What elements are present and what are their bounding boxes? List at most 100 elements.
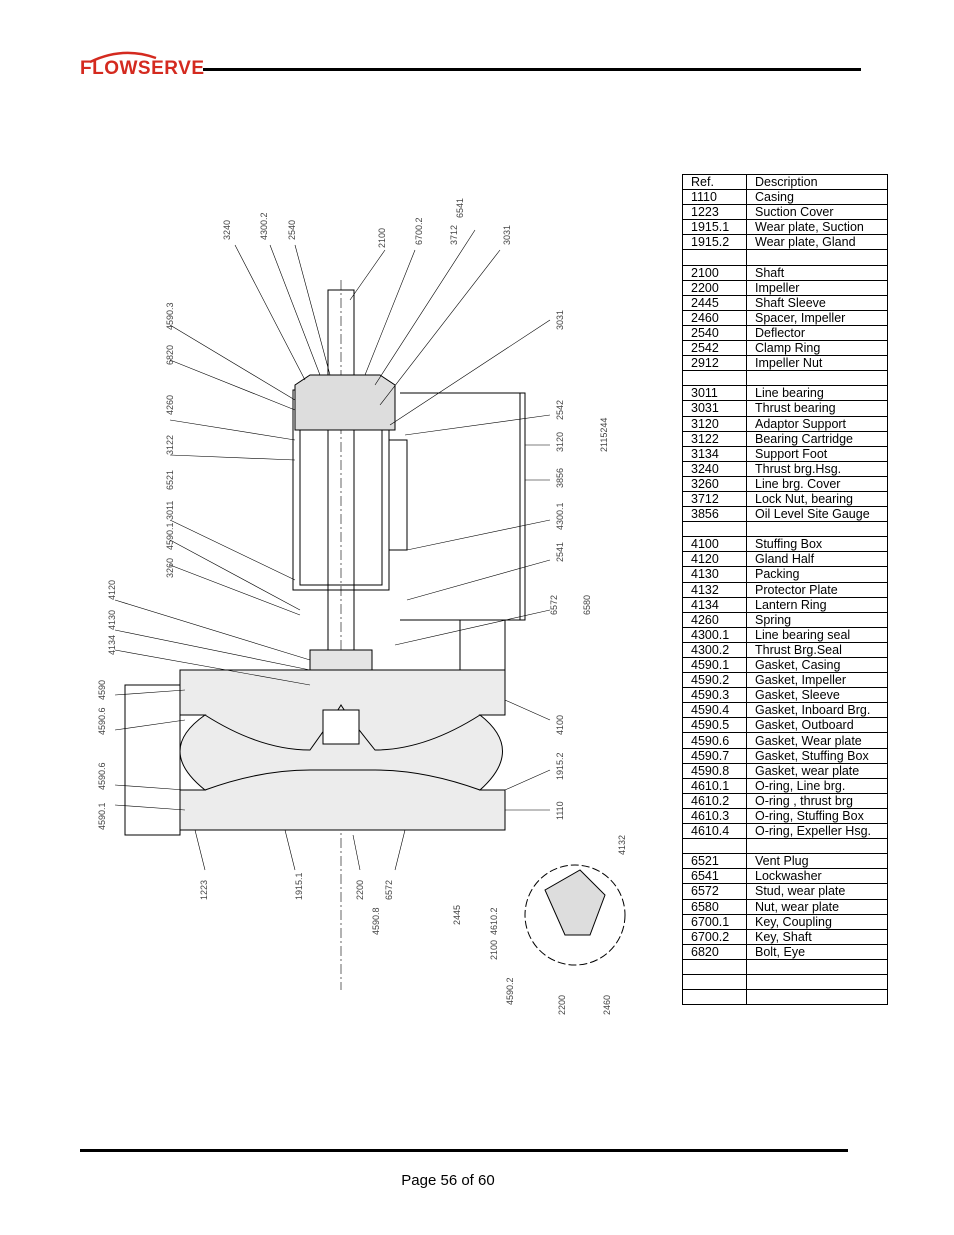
page-number: Page 56 of 60 (401, 1172, 495, 1189)
part-ref-cell: 4590.3 (682, 687, 747, 704)
part-ref-cell (682, 973, 747, 991)
part-description-cell: Wear plate, Gland (746, 234, 888, 251)
part-description-cell: Gasket, Casing (746, 656, 888, 674)
part-ref-cell: 4590.4 (682, 702, 747, 719)
part-ref-cell: 4590.5 (682, 717, 747, 734)
part-description-cell: Gland Half (746, 551, 888, 568)
part-description-cell (746, 958, 888, 975)
callout-label: 2542 (555, 400, 565, 420)
callout-label: 2100 (377, 228, 387, 248)
part-ref-cell: 4590.6 (682, 732, 747, 749)
part-description-cell: Bearing Cartridge (746, 430, 888, 447)
part-description-cell: Deflector (746, 324, 888, 342)
part-description-cell: Line bearing seal (746, 626, 888, 643)
column-header-description: Description (746, 173, 888, 191)
callout-label: 3122 (165, 435, 175, 455)
part-ref-cell: 3122 (682, 430, 747, 447)
part-description-cell: Gasket, wear plate (746, 762, 888, 779)
callout-label: 6541 (455, 198, 465, 218)
part-description-cell (746, 249, 888, 266)
part-ref-cell: 2100 (682, 264, 747, 281)
callout-label: 6820 (165, 345, 175, 365)
part-description-cell: Gasket, Wear plate (746, 732, 888, 749)
part-ref-cell: 4590.2 (682, 672, 747, 689)
part-ref-cell: 6572 (682, 883, 747, 900)
part-description-cell: Thrust Brg.Seal (746, 641, 888, 659)
part-ref-cell: 1915.1 (682, 219, 747, 236)
part-description-cell: Lockwasher (746, 868, 888, 885)
table-row (682, 521, 888, 538)
part-ref-cell: 4610.1 (682, 777, 747, 794)
part-description-cell (746, 989, 888, 1006)
callout-label: 6700.2 (414, 217, 424, 245)
part-description-cell: Adaptor Support (746, 415, 888, 432)
part-ref-cell: 6820 (682, 943, 747, 960)
part-description-cell: Thrust brg.Hsg. (746, 460, 888, 477)
callout-label: 3712 (449, 225, 459, 245)
part-description-cell: Key, Coupling (746, 913, 888, 930)
callout-label: 4300.2 (259, 212, 269, 240)
part-ref-cell: 2542 (682, 340, 747, 357)
column-header-ref: Ref. (682, 173, 747, 191)
part-description-cell: Stuffing Box (746, 536, 888, 553)
callout-label: 4590.2 (505, 977, 515, 1005)
table-row (682, 973, 888, 991)
part-description-cell: Bolt, Eye (746, 943, 888, 960)
part-description-cell: Line bearing (746, 385, 888, 402)
part-ref-cell: 6541 (682, 868, 747, 885)
part-ref-cell (682, 838, 747, 855)
part-ref-cell: 4260 (682, 611, 747, 628)
callout-label: 1915.2 (555, 752, 565, 780)
part-ref-cell: 4300.2 (682, 641, 747, 659)
footer-rule (80, 1149, 848, 1152)
part-description-cell: Key, Shaft (746, 928, 888, 945)
pump-sectional-drawing: 3240 4300.2 2540 2100 6700.2 3712 6541 3… (97, 198, 627, 1015)
callout-label: 4590.3 (165, 302, 175, 330)
part-ref-cell: 6580 (682, 898, 747, 915)
callout-label: 4130 (107, 610, 117, 630)
part-description-cell: Lock Nut, bearing (746, 490, 888, 508)
part-description-cell: Wear plate, Suction (746, 219, 888, 236)
part-ref-cell (682, 249, 747, 266)
part-ref-cell: 4132 (682, 581, 747, 598)
part-ref-cell: 4100 (682, 536, 747, 553)
part-ref-cell: 3856 (682, 506, 747, 523)
callout-label: 2540 (287, 220, 297, 240)
callout-label: 4590.8 (371, 907, 381, 935)
callout-label: 4120 (107, 580, 117, 600)
part-description-cell: Packing (746, 566, 888, 583)
part-ref-cell: 3134 (682, 445, 747, 462)
callout-label: 3011 (165, 501, 175, 520)
callout-label: 2100 (489, 940, 499, 960)
part-ref-cell: 1223 (682, 204, 747, 221)
callout-label: 4590.6 (97, 762, 107, 790)
table-row (682, 249, 888, 266)
part-ref-cell: 4590.7 (682, 747, 747, 764)
part-ref-cell: 6700.2 (682, 928, 747, 945)
table-row (682, 958, 888, 975)
part-ref-cell: 4610.3 (682, 807, 747, 825)
part-description-cell: Gasket, Impeller (746, 672, 888, 689)
part-description-cell: Protector Plate (746, 581, 888, 598)
